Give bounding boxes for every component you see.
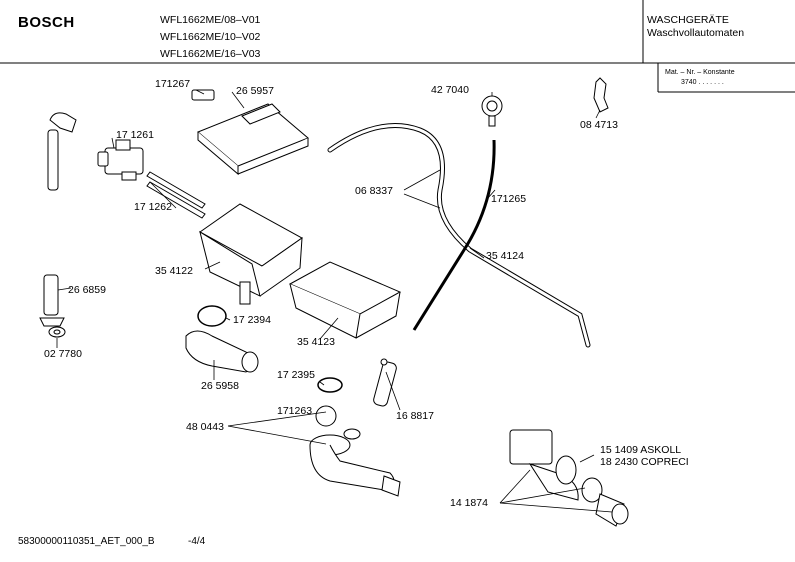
part-label-168817: 16 8817 — [396, 410, 434, 422]
part-label-027780: 02 7780 — [44, 348, 82, 360]
part-label-172395: 17 2395 — [277, 369, 315, 381]
part-label-265957: 26 5957 — [236, 85, 274, 97]
page-number: -4/4 — [188, 536, 206, 547]
long-hose-part — [327, 123, 591, 348]
part-label-265958: 26 5958 — [201, 380, 239, 392]
document-id: 58300000110351_AET_000_B — [18, 536, 155, 547]
part-label-171267: 171267 — [155, 78, 191, 90]
part-label-427040: 42 7040 — [431, 84, 469, 96]
detergent-tray-top-part — [191, 89, 309, 176]
part-label-068337: 06 8337 — [355, 185, 393, 197]
drain-hose-part — [39, 112, 77, 338]
rods-part — [146, 171, 206, 219]
material-value: 3740 . . . . . . . — [681, 79, 724, 86]
part-label-354122: 35 4122 — [155, 265, 193, 277]
part-label-141874: 14 1874 — [450, 497, 488, 509]
part-label-172394: 17 2394 — [233, 314, 271, 326]
category-title: WASCHGERÄTE — [647, 14, 729, 26]
seal-ring-part — [197, 305, 227, 327]
part-label-084713: 08 4713 — [580, 119, 618, 131]
part-label-266859: 26 6859 — [68, 284, 106, 296]
model-number-2: WFL1662ME/10–V02 — [160, 31, 261, 43]
part-label-480443: 48 0443 — [186, 421, 224, 433]
part-label-151409: 15 1409 ASKOLL — [600, 444, 682, 456]
seal-ring-2-part — [317, 377, 343, 393]
part-label-354124: 35 4124 — [486, 250, 524, 262]
detergent-drawer-part — [199, 203, 303, 305]
hook-part — [593, 77, 609, 113]
part-label-171261: 17 1261 — [116, 129, 154, 141]
model-number-1: WFL1662ME/08–V01 — [160, 14, 261, 26]
part-label-182430: 18 2430 COPRECI — [600, 456, 689, 468]
part-label-171262: 17 1262 — [134, 201, 172, 213]
pipe-part — [373, 358, 397, 407]
long-hose-inner — [328, 124, 590, 347]
material-header: Mat. – Nr. – Konstante — [665, 69, 735, 76]
sump-part — [309, 428, 401, 497]
model-number-3: WFL1662ME/16–V03 — [160, 48, 261, 60]
drawer-insert-part — [288, 261, 402, 339]
part-label-171263: 171263 — [277, 405, 313, 417]
inlet-valve-part — [97, 139, 144, 181]
part-label-171265: 171265 — [491, 193, 527, 205]
part-label-354123: 35 4123 — [297, 336, 335, 348]
subcategory-title: Waschvollautomaten — [647, 27, 745, 39]
pressure-hose-part — [412, 139, 496, 331]
ball-part — [315, 405, 337, 427]
bellows-hose-part — [185, 330, 259, 373]
pressure-switch-part — [481, 95, 503, 127]
leader-lines — [56, 89, 613, 513]
brand-logo: BOSCH — [18, 14, 75, 31]
